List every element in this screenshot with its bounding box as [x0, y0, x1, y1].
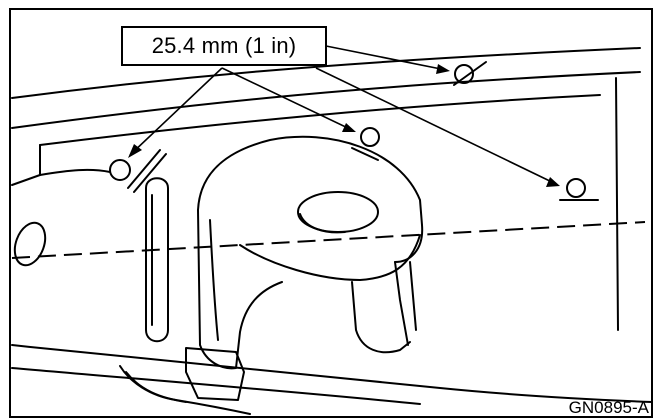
leader-line-2: [221, 67, 353, 131]
target-hole-right: [566, 178, 586, 198]
target-hole-left-hatch: [127, 149, 167, 193]
leader-line-4: [325, 45, 447, 71]
rail-top-edge: [11, 47, 641, 99]
arrowhead-3: [546, 177, 560, 187]
target-hole-left: [109, 159, 131, 181]
bracket-inner-line: [209, 219, 219, 341]
centerline: [11, 221, 646, 259]
target-hole-top-right: [454, 64, 474, 84]
figure-border: [9, 8, 653, 418]
arrowhead-4: [436, 64, 450, 74]
figure-id: GN0895-A: [568, 398, 649, 417]
rail-top-edge-lower: [11, 71, 641, 129]
left-oval-hole: [13, 221, 47, 267]
arrowhead-2: [342, 123, 356, 132]
target-hole-top-right-hatch: [453, 61, 487, 86]
target-hole-middle-hatch: [351, 147, 379, 161]
bottom-clip-bracket: [119, 365, 251, 415]
leader-line-3: [315, 67, 557, 185]
leader-line-1: [129, 67, 223, 156]
rail-left-flange: [11, 144, 41, 186]
bracket-right-face: [394, 261, 409, 346]
bottom-clip: [185, 347, 245, 401]
target-hole-middle: [360, 127, 380, 147]
bracket-front-face: [197, 209, 283, 370]
dimension-callout: 25.4 mm (1 in): [121, 26, 327, 66]
rail-bottom-edge: [11, 344, 653, 403]
rail-upper-surface: [39, 94, 601, 146]
vertical-slot: [145, 177, 169, 343]
bracket-lower-curve: [239, 234, 421, 281]
arrowhead-1: [128, 144, 142, 158]
bottom-clip-bracket-inner: [125, 371, 187, 403]
bracket-body: [197, 135, 424, 263]
rail-left-inner: [39, 168, 111, 176]
bracket-hole-inner: [299, 213, 346, 234]
bracket-side: [351, 281, 411, 354]
rail-bottom-edge-lower: [11, 367, 421, 405]
bracket-right-edge: [409, 261, 417, 331]
rail-right-edge: [615, 77, 619, 331]
